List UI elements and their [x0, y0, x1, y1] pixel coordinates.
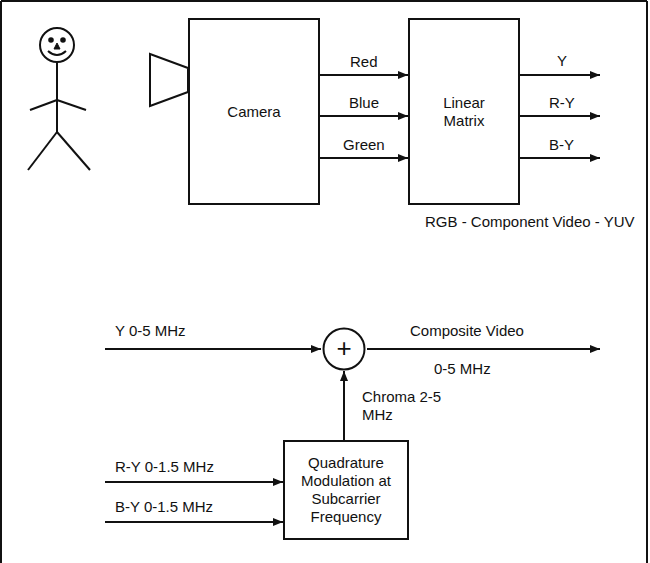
summing-junction: +: [322, 327, 366, 371]
signal-name: R-Y: [549, 94, 575, 112]
modulator-box: Quadrature Modulation at Subcarrier Freq…: [283, 440, 409, 540]
signal-name: R-Y 0-1.5 MHz: [115, 458, 214, 476]
edge-label: Green: [343, 136, 385, 154]
edge-label: Red: [350, 53, 378, 71]
signal-name: B-Y: [549, 136, 574, 154]
caption-note: RGB - Component Video - YUV: [425, 213, 635, 231]
signal-name: B-Y 0-1.5 MHz: [115, 498, 213, 516]
camera-lens: [150, 54, 188, 106]
node-text: Quadrature Modulation at Subcarrier Freq…: [291, 454, 401, 526]
node-text: Linear Matrix: [429, 94, 499, 130]
signal-arrow: [320, 74, 408, 76]
matrix-box: Linear Matrix: [408, 18, 520, 205]
stick-figure: [28, 28, 90, 170]
signal-arrow: [320, 157, 408, 159]
signal-arrow: [320, 115, 408, 117]
node-text: +: [336, 335, 351, 361]
signal-name: Y: [557, 52, 567, 70]
signal-name: Y 0-5 MHz: [115, 322, 186, 340]
signal-arrow: [343, 371, 345, 440]
bandwidth-note: 0-5 MHz: [434, 360, 491, 378]
camera-box: Camera: [188, 18, 320, 205]
signal-name: Composite Video: [410, 322, 524, 340]
node-text: Camera: [227, 103, 280, 121]
edge-label: Blue: [349, 94, 379, 112]
edge-label: Chroma 2-5 MHz: [362, 388, 442, 424]
